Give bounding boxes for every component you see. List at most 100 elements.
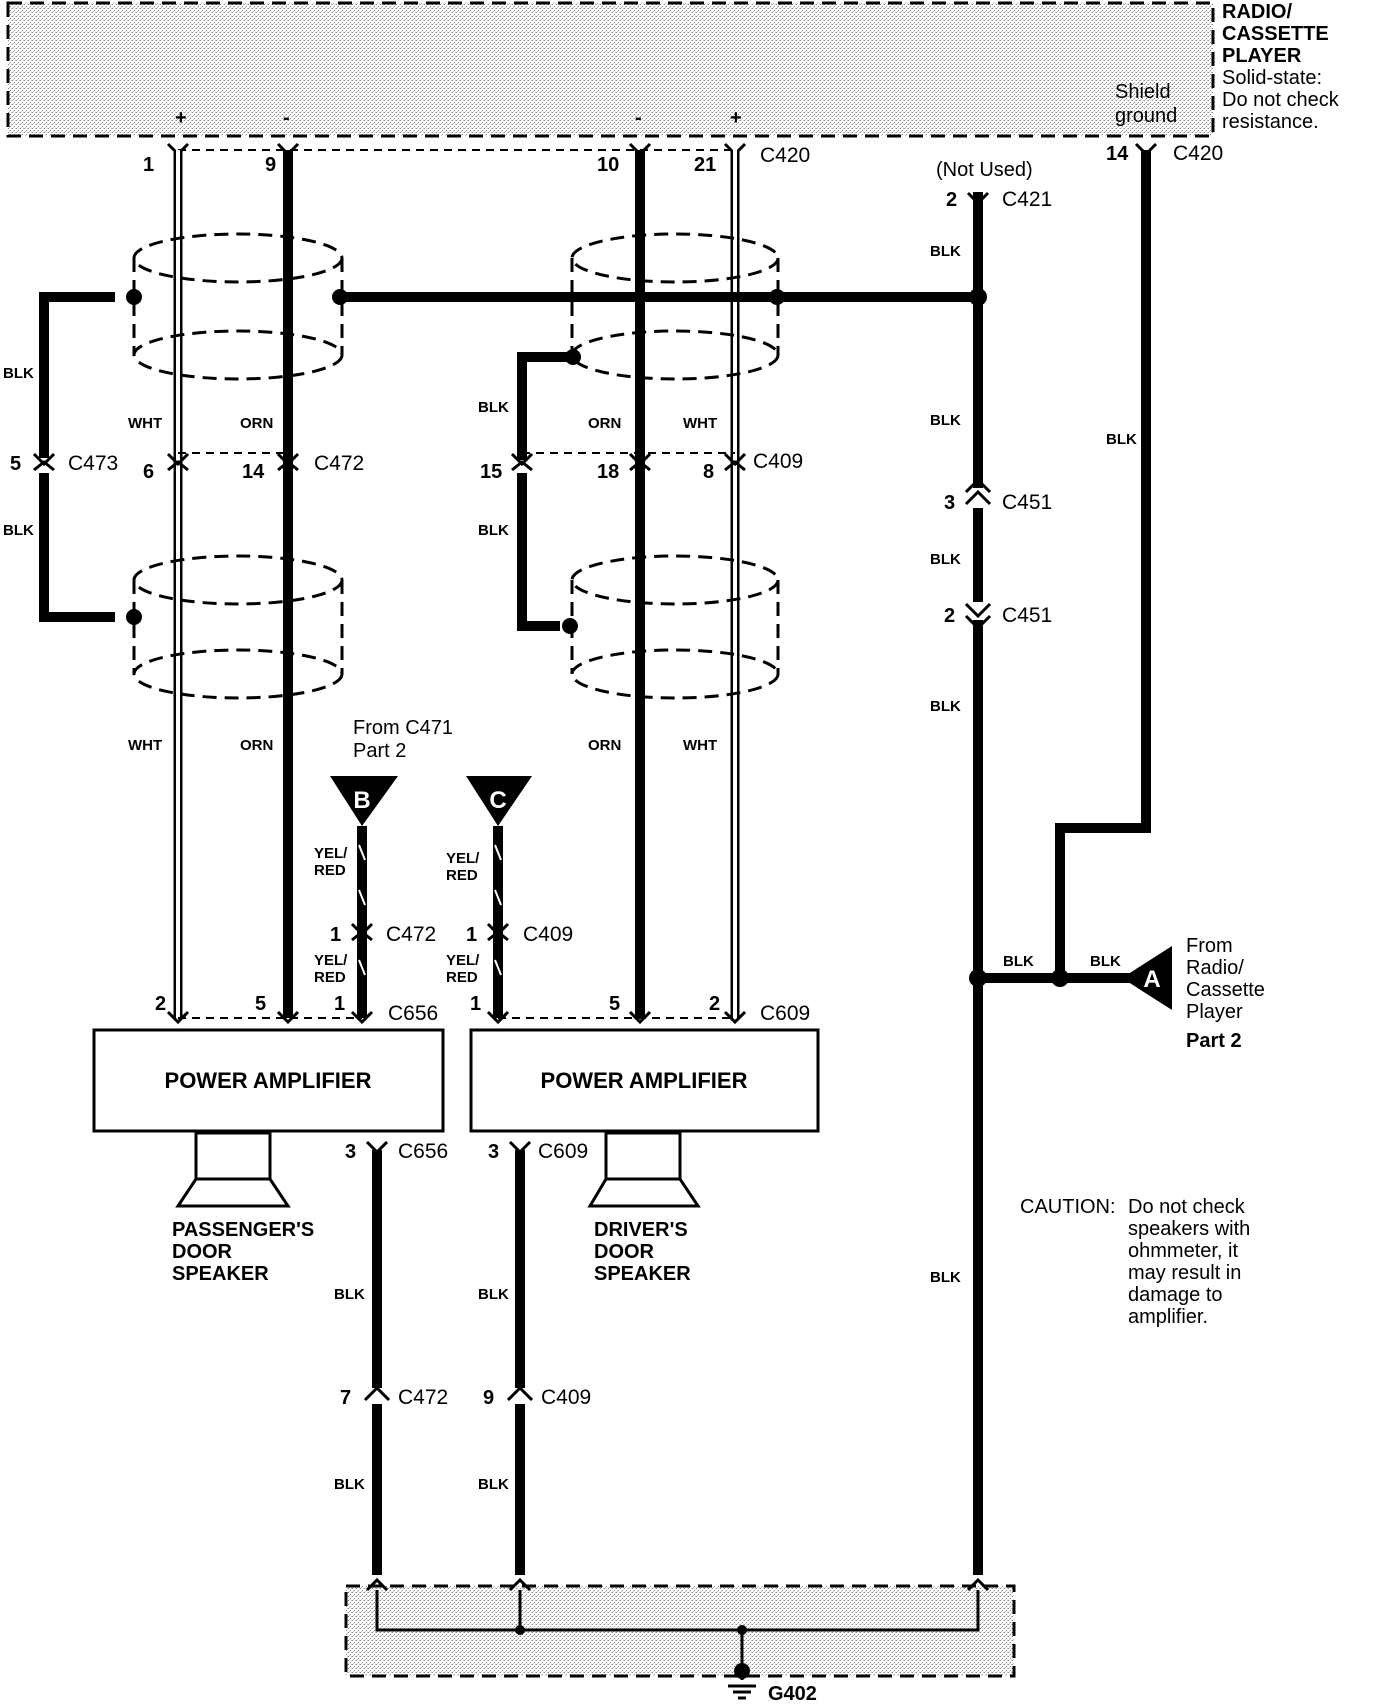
radio-minus-right: - <box>635 107 642 129</box>
c409-pin-1: 1 <box>466 924 477 946</box>
c420-pin-21: 21 <box>694 154 716 176</box>
wire-label-blk: BLK <box>1090 953 1121 970</box>
c420-pin-10: 10 <box>597 154 619 176</box>
c420-pin-9: 9 <box>265 154 276 176</box>
c472-label-b: C472 <box>386 923 436 946</box>
radio-title-1: RADIO/ <box>1222 1 1292 23</box>
from-radio-l3: Cassette <box>1186 979 1265 1001</box>
yel-red-c-lower-2: RED <box>446 969 478 986</box>
c451-label-lower: C451 <box>1002 604 1052 627</box>
radio-title-2: CASSETTE <box>1222 23 1329 45</box>
c409-label-lower: C409 <box>541 1386 591 1409</box>
c420-pin-1: 1 <box>143 154 154 176</box>
wire-label-blk: BLK <box>478 1286 509 1303</box>
wire-label-wht: WHT <box>128 415 162 432</box>
c451-label-upper: C451 <box>1002 491 1052 514</box>
wire-label-blk: BLK <box>3 522 34 539</box>
from-radio-l2: Radio/ <box>1186 957 1244 979</box>
wire-label-blk: BLK <box>930 551 961 568</box>
wire-label-blk: BLK <box>334 1476 365 1493</box>
c656-label: C656 <box>388 1002 438 1025</box>
yel-red-c-upper-2: RED <box>446 867 478 884</box>
from-radio-l1: From <box>1186 935 1233 957</box>
wire-label-blk: BLK <box>1003 953 1034 970</box>
c420-label-right: C420 <box>1173 142 1223 165</box>
caution-label: CAUTION: <box>1020 1196 1116 1218</box>
c609-label: C609 <box>760 1002 810 1025</box>
yel-red-b-lower-2: RED <box>314 969 346 986</box>
c421-label: C421 <box>1002 188 1052 211</box>
wire-label-wht: WHT <box>683 415 717 432</box>
c472-pin-7: 7 <box>340 1387 351 1409</box>
lower-wire-labels: BLK BLK BLK BLK <box>334 1286 509 1493</box>
shield-ground-label-1: Shield <box>1115 81 1171 103</box>
wire-label-blk: BLK <box>478 1476 509 1493</box>
driver-door-speaker: DRIVER'S DOOR SPEAKER <box>587 1131 701 1285</box>
c420-pin-14: 14 <box>1106 143 1129 165</box>
wire-blk-shield-ground <box>1055 150 1151 978</box>
caution-l6: amplifier. <box>1128 1306 1208 1328</box>
wire-label-orn: ORN <box>240 737 273 754</box>
c409-pin-15: 15 <box>480 461 502 483</box>
passenger-door-speaker: PASSENGER'S DOOR SPEAKER <box>172 1131 314 1285</box>
c409-connector-c: 1 C409 <box>466 922 573 946</box>
marker-a: A <box>1122 946 1172 1010</box>
power-amplifier-label: POWER AMPLIFIER <box>165 1068 372 1093</box>
marker-a-label: A <box>1143 966 1160 993</box>
c472-lower-connector: 7 C472 <box>340 1385 448 1409</box>
shield-drain-right <box>517 349 581 634</box>
c609-pin-1: 1 <box>470 993 481 1015</box>
radio-plus-right: + <box>730 107 742 129</box>
c473-c472-connector: 5 C473 6 14 C472 <box>10 452 364 483</box>
c656-lower-connector: 3 C656 <box>345 1140 448 1163</box>
yel-red-b-upper-2: RED <box>314 862 346 879</box>
c421-connector: (Not Used) 2 C421 <box>936 159 1052 211</box>
from-c471-label: From C471 Part 2 <box>353 717 453 762</box>
power-amplifier-label: POWER AMPLIFIER <box>541 1068 748 1093</box>
c421-pin-2: 2 <box>946 189 957 211</box>
c409-connector-mid: 15 18 8 C409 <box>480 450 803 483</box>
ground-g402: G402 <box>344 1577 1016 1704</box>
wire-yel-red-b <box>357 826 367 1018</box>
wire-label-orn: ORN <box>588 737 621 754</box>
wire-label-blk: BLK <box>930 412 961 429</box>
yel-red-c-lower-1: YEL/ <box>446 952 480 969</box>
wire-label-wht: WHT <box>683 737 717 754</box>
c451-pin-2: 2 <box>944 605 955 627</box>
wire-label-blk: BLK <box>930 1269 961 1286</box>
c609-pin-3: 3 <box>488 1141 499 1163</box>
power-amplifier-passenger: POWER AMPLIFIER <box>92 1028 445 1133</box>
wire-label-blk: BLK <box>1106 431 1137 448</box>
wire-label-blk: BLK <box>930 698 961 715</box>
wire-label-blk: BLK <box>3 365 34 382</box>
ground-label: G402 <box>768 1683 817 1704</box>
c473-label: C473 <box>68 452 118 475</box>
wire-label-orn: ORN <box>588 415 621 432</box>
c472-pin-1: 1 <box>330 924 341 946</box>
radio-title-3: PLAYER <box>1222 45 1302 67</box>
c472-label-lower: C472 <box>398 1386 448 1409</box>
c409-label-c: C409 <box>523 923 573 946</box>
c609-connector: 1 5 2 C609 <box>470 993 810 1025</box>
c656-pin-3: 3 <box>345 1141 356 1163</box>
power-amplifier-driver: POWER AMPLIFIER <box>469 1028 820 1133</box>
passenger-speaker-l2: DOOR <box>172 1241 233 1263</box>
c409-pin-9: 9 <box>483 1387 494 1409</box>
driver-speaker-l2: DOOR <box>594 1241 655 1263</box>
yel-red-b-lower-1: YEL/ <box>314 952 348 969</box>
c409-lower-connector: 9 C409 <box>483 1385 591 1409</box>
wire-label-blk: BLK <box>478 522 509 539</box>
from-radio-label: From Radio/ Cassette Player Part 2 <box>1186 935 1265 1052</box>
driver-speaker-l1: DRIVER'S <box>594 1219 688 1241</box>
c451-connector-upper: 3 C451 <box>944 477 1052 514</box>
caution-note: CAUTION: Do not check speakers with ohmm… <box>1020 1196 1250 1328</box>
c409-pin-18: 18 <box>597 461 619 483</box>
marker-c-label: C <box>489 787 506 814</box>
shield-drain-horizontal <box>332 288 987 306</box>
c656-pin-5: 5 <box>255 993 266 1015</box>
from-radio-l5: Part 2 <box>1186 1030 1242 1052</box>
passenger-speaker-l3: SPEAKER <box>172 1263 269 1285</box>
c609-pin-5: 5 <box>609 993 620 1015</box>
marker-b-label: B <box>353 787 370 814</box>
